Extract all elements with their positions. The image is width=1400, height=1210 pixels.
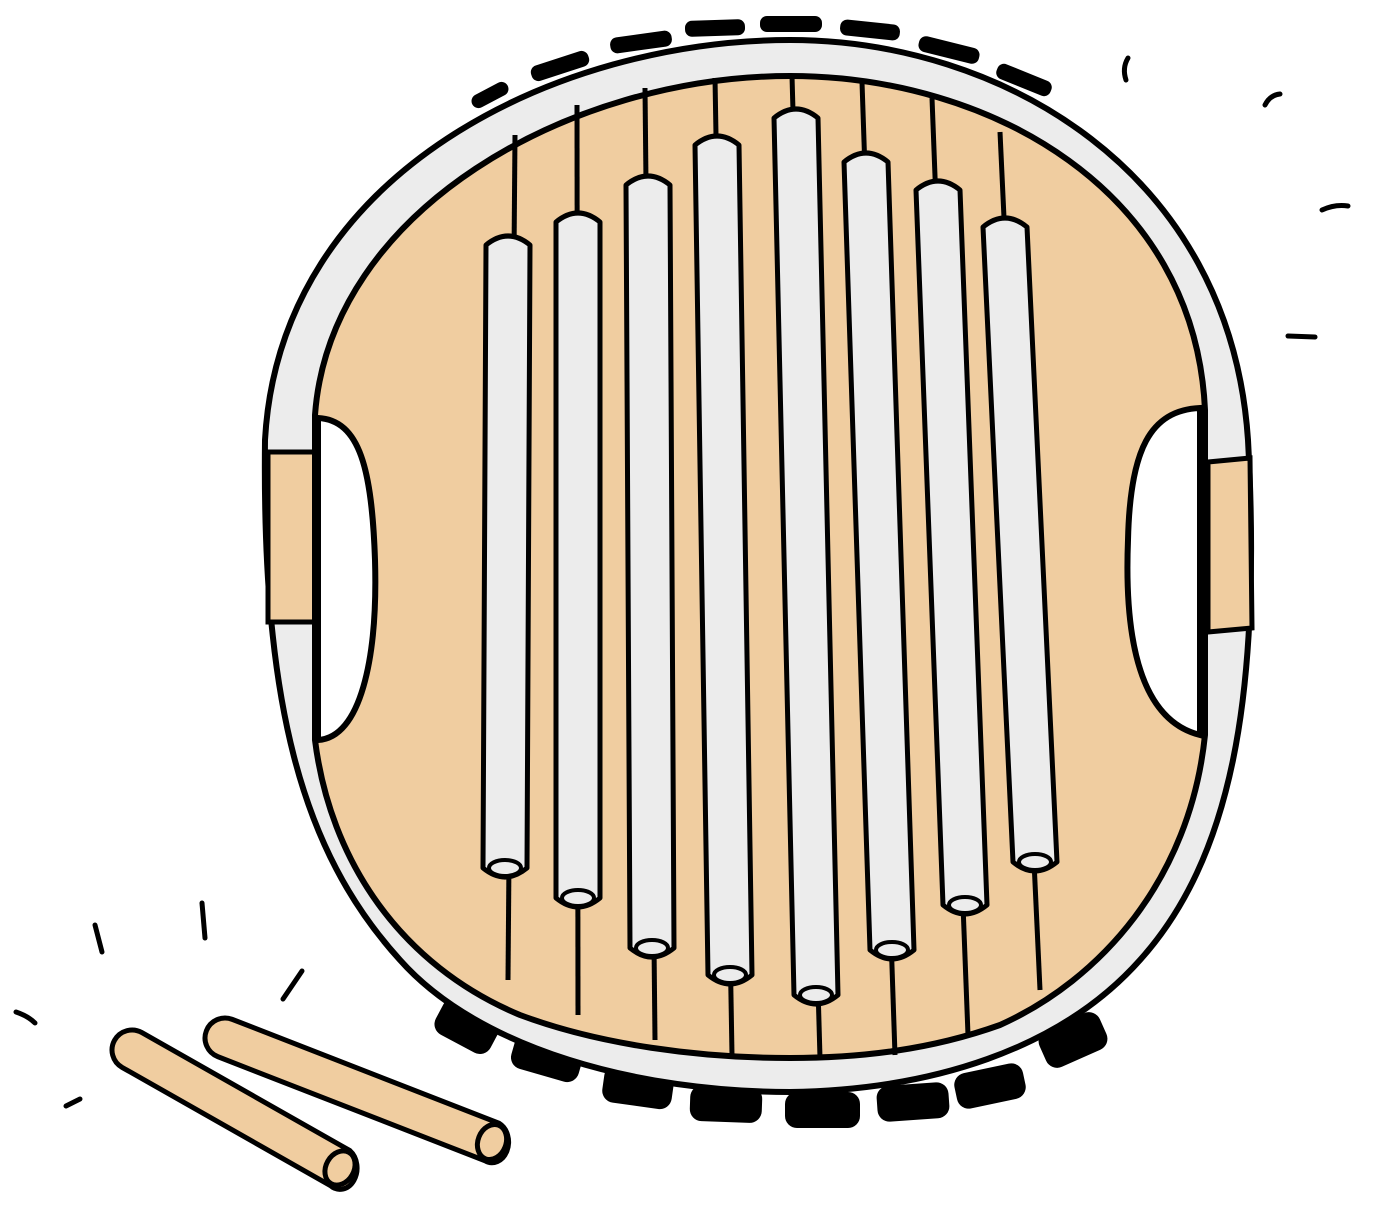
vibration-mark-icon [1121,55,1131,83]
rubber-feet-top [471,16,1052,109]
vibration-mark-icon [1285,333,1318,340]
rubber-foot-icon [876,1082,950,1122]
vibration-mark-icon [63,1096,83,1109]
rubber-foot-icon [530,50,590,82]
tube-bar-icon [480,233,533,880]
rim-wood-segment-left [265,449,318,625]
vibration-mark-icon [280,968,305,1002]
rubber-foot-icon [996,63,1052,97]
handle-cutout-right [1124,404,1203,739]
mallet-end [474,1121,510,1163]
rubber-foot-icon [785,1092,860,1128]
tube-bars [480,106,1060,1007]
rubber-foot-icon [471,81,509,109]
handle-cutout-left [315,414,379,744]
tube-opening [712,965,748,985]
rubber-foot-icon [760,16,822,32]
vibration-mark-icon [1319,203,1351,213]
tube-opening [798,985,834,1005]
tube-opening [634,938,670,958]
mallets [109,1015,512,1192]
rubber-foot-icon [689,1085,763,1123]
tube-opening [947,895,983,915]
rubber-foot-icon [684,19,746,37]
rubber-foot-icon [918,36,980,64]
tube-opening [487,858,523,878]
tube-opening [874,940,910,960]
wooden-board [312,72,1208,1062]
vibration-mark-icon [1262,91,1283,108]
tube-opening [1017,852,1053,872]
vibration-marks [13,55,1351,1109]
rubber-foot-icon [840,19,900,41]
tube-bar-icon [623,173,677,960]
vibration-mark-icon [13,1009,38,1026]
vibration-mark-icon [199,900,208,941]
rim-wood-segment-right [1205,455,1255,635]
mallet-end [322,1148,358,1188]
rubber-foot-icon [954,1063,1026,1109]
tube-bar-icon [553,210,603,910]
rubber-foot-icon [610,30,672,54]
vibration-mark-icon [92,922,105,955]
tube-opening [560,888,596,908]
